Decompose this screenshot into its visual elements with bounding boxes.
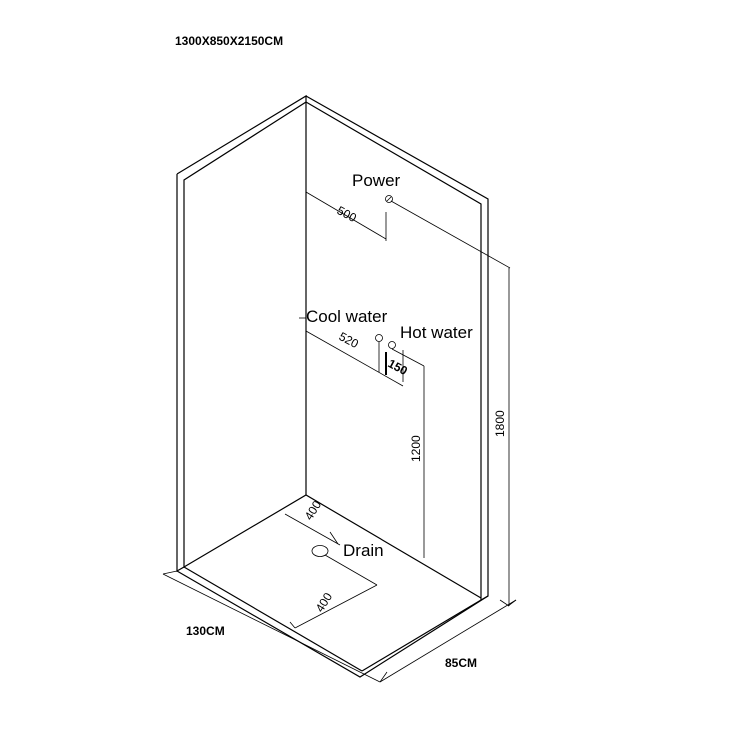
cool-water-offset-label: 520: [337, 329, 362, 351]
width-label: 130CM: [186, 624, 225, 638]
cool-water-inlet-icon: [375, 334, 383, 342]
power-offset-label: 500: [335, 203, 360, 225]
width-dimension: [162, 570, 388, 683]
depth-label: 85CM: [445, 656, 477, 670]
left-wall-panel: [176, 94, 307, 573]
hot-water-inlet-icon: [388, 341, 396, 349]
water-height-dimension: [391, 348, 425, 558]
drain-side-dimension: [289, 554, 378, 629]
hot-cool-spacing-label: 150: [386, 356, 411, 378]
drain-label: Drain: [343, 541, 384, 560]
water-height-label: 1200: [409, 435, 423, 462]
power-offset-dimension: [305, 191, 387, 241]
drain-back-label: 400: [302, 498, 325, 523]
overall-size-label: 1300X850X2150CM: [175, 34, 283, 48]
hot-water-label: Hot water: [400, 323, 473, 342]
floor-tray: [176, 494, 489, 678]
cool-water-offset-dimension: [305, 330, 404, 387]
cool-water-label: Cool water: [306, 307, 388, 326]
power-height-dimension: [390, 200, 511, 607]
power-socket-icon: [385, 195, 393, 203]
drain-side-label: 400: [313, 590, 336, 615]
power-label: Power: [352, 171, 401, 190]
power-height-label: 1800: [493, 410, 507, 437]
drain-back-dimension: [284, 513, 341, 546]
drain-icon: [311, 545, 329, 557]
